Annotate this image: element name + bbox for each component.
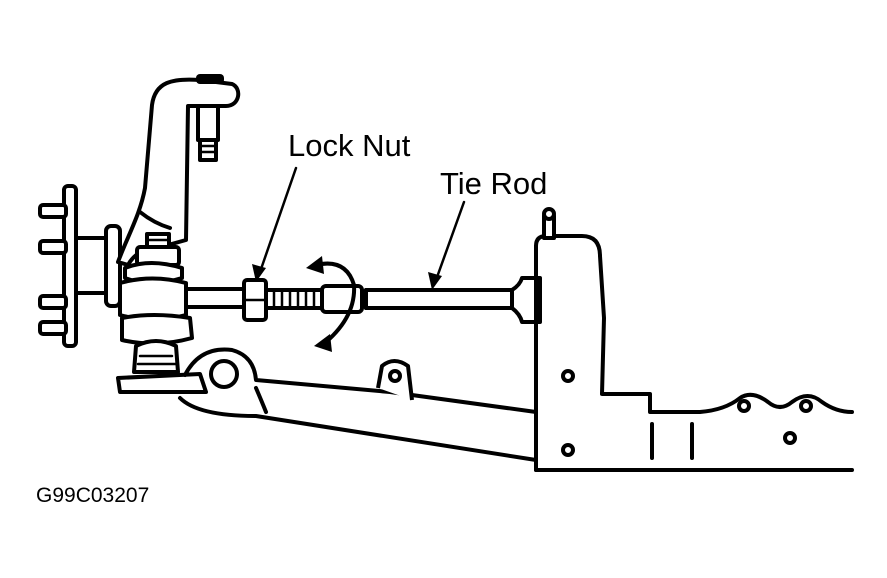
wheel-hub <box>38 184 122 348</box>
lock-nut-leader <box>252 166 298 282</box>
frame-and-gear-housing <box>534 207 854 472</box>
tie-rod-label: Tie Rod <box>440 166 547 201</box>
figure-id-label: G99C03207 <box>36 484 149 507</box>
lower-control-arm <box>178 347 538 462</box>
rotation-arrow <box>306 256 357 352</box>
tie-rod-leader <box>428 200 466 290</box>
tie-rod-assembly <box>184 276 542 324</box>
tie-rod-end <box>116 232 208 394</box>
lock-nut-label: Lock Nut <box>288 128 411 163</box>
steering-knuckle <box>116 74 241 267</box>
